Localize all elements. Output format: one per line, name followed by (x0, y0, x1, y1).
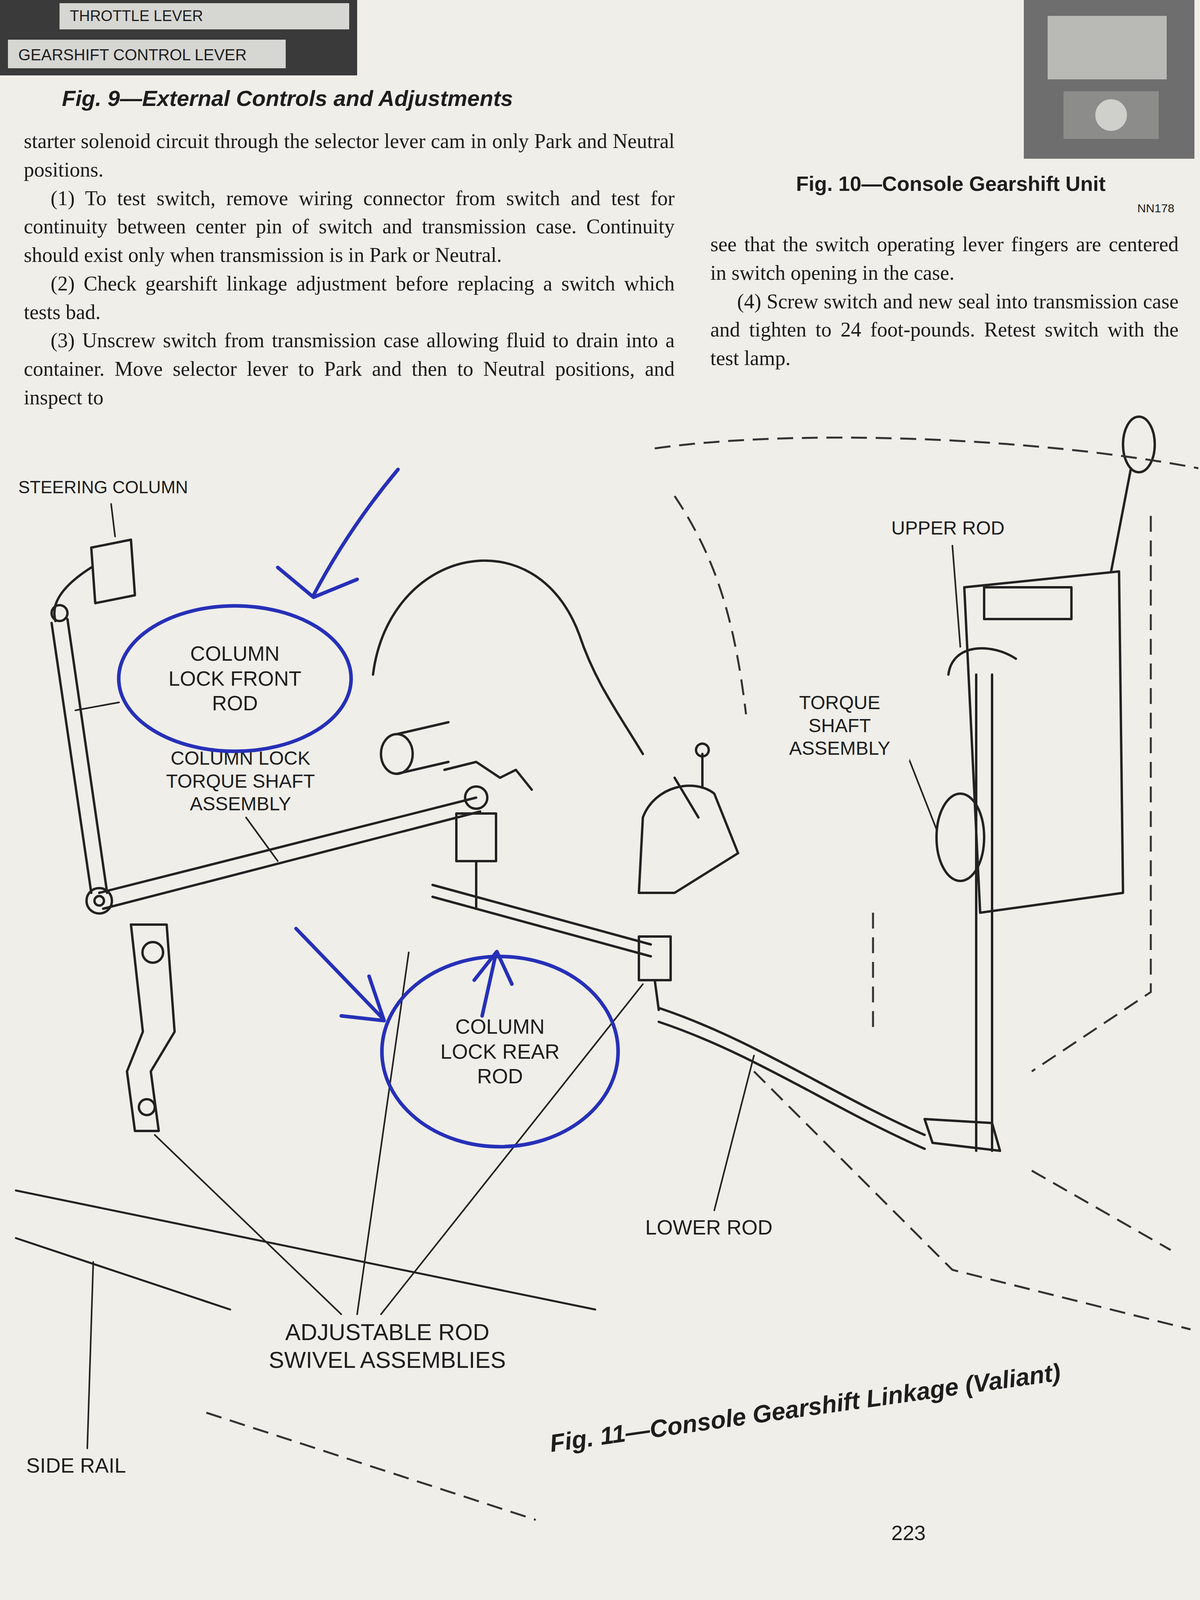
body-text: (3) Unscrew switch from transmission cas… (23, 326, 675, 412)
body-text: (2) Check gearshift linkage adjustment b… (23, 269, 675, 327)
photo-label: THROTTLE LEVER (67, 6, 206, 27)
part-name: COLUMN LOCK TORQUE SHAFT ASSEMBLY (134, 746, 347, 817)
circled-label: COLUMN LOCK REAR ROD (376, 950, 624, 1153)
circled-label: COLUMN LOCK FRONT ROD (113, 601, 356, 756)
figure-caption: Fig. 10—Console Gearshift Unit (793, 170, 1108, 197)
part-name: ADJUSTABLE ROD SWIVEL ASSEMBLIES (246, 1317, 529, 1375)
body-text: (4) Screw switch and new seal into trans… (710, 287, 1179, 373)
ink-circle (118, 605, 352, 752)
part-name: LOWER ROD (642, 1214, 775, 1241)
part-name: COLUMN LOCK FRONT ROD (159, 641, 311, 716)
part-name: SIDE RAIL (23, 1452, 129, 1479)
part-name: UPPER ROD (888, 515, 1007, 541)
figure-caption: Fig. 9—External Controls and Adjustments (59, 84, 516, 113)
part-name: STEERING COLUMN (15, 476, 191, 499)
text-column: starter solenoid circuit through the sel… (23, 126, 675, 412)
part-name: TORQUE SHAFT ASSEMBLY (769, 690, 910, 761)
photo-label: GEARSHIFT CONTROL LEVER (15, 44, 250, 66)
figure-code: NN178 (1134, 200, 1177, 217)
body-text: (1) To test switch, remove wiring connec… (23, 184, 675, 270)
text-column: see that the switch operating lever fing… (710, 230, 1179, 373)
ink-circle (381, 956, 618, 1147)
body-text: see that the switch operating lever fing… (710, 230, 1179, 288)
figure-caption: Fig. 11—Console Gearshift Linkage (Valia… (545, 1356, 1066, 1460)
body-text: starter solenoid circuit through the sel… (23, 126, 675, 185)
part-name: COLUMN LOCK REAR ROD (424, 1014, 576, 1089)
page-number: 223 (888, 1519, 929, 1547)
